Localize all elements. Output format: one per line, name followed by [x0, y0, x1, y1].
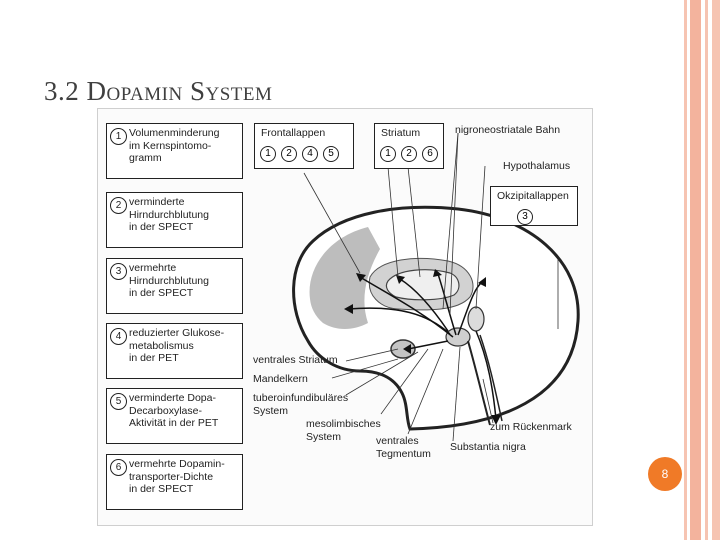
label-tuberoinfundibulaeres-system: tuberoinfundibuläres System	[253, 392, 349, 417]
brain-diagram	[292, 132, 580, 442]
hypothalamus-region	[467, 306, 485, 332]
finding-number: 1	[110, 128, 127, 145]
dopamine-system-figure: 1 Volumenminderung im Kernspintomo- gram…	[97, 108, 593, 526]
label-ventrales-striatum: ventrales Striatum	[253, 354, 338, 366]
finding-text: verminderte Hirndurchblutung in der SPEC…	[129, 196, 209, 233]
finding-box-6: 6 vermehrte Dopamin- transporter-Dichte …	[106, 454, 243, 510]
finding-box-1: 1 Volumenminderung im Kernspintomo- gram…	[106, 123, 243, 179]
slide-title: 3.2 Dopamin System	[44, 76, 273, 106]
okzipitallappen-numbers: 3	[517, 206, 538, 225]
label-hypothalamus: Hypothalamus	[503, 160, 571, 172]
finding-text: reduzierter Glukose- metabolismus in der…	[129, 327, 225, 364]
label-nigroneostriatale-bahn: nigroneostriatale Bahn	[455, 124, 561, 136]
finding-number: 2	[110, 197, 127, 214]
brainstem-2	[479, 334, 503, 422]
finding-number: 5	[110, 393, 127, 410]
leader-lines	[303, 132, 559, 442]
label-zum-rueckenmark: zum Rückenmark	[490, 421, 572, 433]
finding-text: vermehrte Dopamin- transporter-Dichte in…	[129, 458, 225, 495]
finding-text: verminderte Dopa- Decarboxylase- Aktivit…	[129, 392, 219, 429]
finding-number: 4	[110, 328, 127, 345]
finding-text: vermehrte Hirndurchblutung in der SPECT	[129, 262, 209, 299]
finding-box-5: 5 verminderte Dopa- Decarboxylase- Aktiv…	[106, 388, 243, 444]
finding-number: 3	[110, 263, 127, 280]
striatum-inner	[385, 269, 460, 301]
frontallappen-title: Frontallappen	[261, 127, 326, 139]
label-mandelkern: Mandelkern	[253, 373, 308, 385]
label-substantia-nigra: Substantia nigra	[450, 441, 526, 453]
label-ventrales-tegmentum: ventrales Tegmentum	[376, 435, 431, 460]
arrow-heads	[344, 269, 501, 425]
finding-number: 6	[110, 459, 127, 476]
substantia-nigra-region	[445, 327, 471, 347]
okzipitallappen-title: Okzipitallappen	[497, 190, 569, 202]
decorative-side-rails	[684, 0, 720, 540]
finding-box-4: 4 reduzierter Glukose- metabolismus in d…	[106, 323, 243, 379]
finding-text: Volumenminderung im Kernspintomo- gramm	[129, 127, 220, 164]
okzipitallappen-box: Okzipitallappen 3	[490, 186, 578, 226]
brainstem	[467, 340, 491, 426]
striatum-title: Striatum	[381, 127, 421, 139]
label-mesolimbisches-system: mesolimbisches System	[306, 418, 381, 443]
finding-box-2: 2 verminderte Hirndurchblutung in der SP…	[106, 192, 243, 248]
frontal-shading	[309, 227, 380, 329]
page-number-badge: 8	[648, 457, 682, 491]
finding-box-3: 3 vermehrte Hirndurchblutung in der SPEC…	[106, 258, 243, 314]
